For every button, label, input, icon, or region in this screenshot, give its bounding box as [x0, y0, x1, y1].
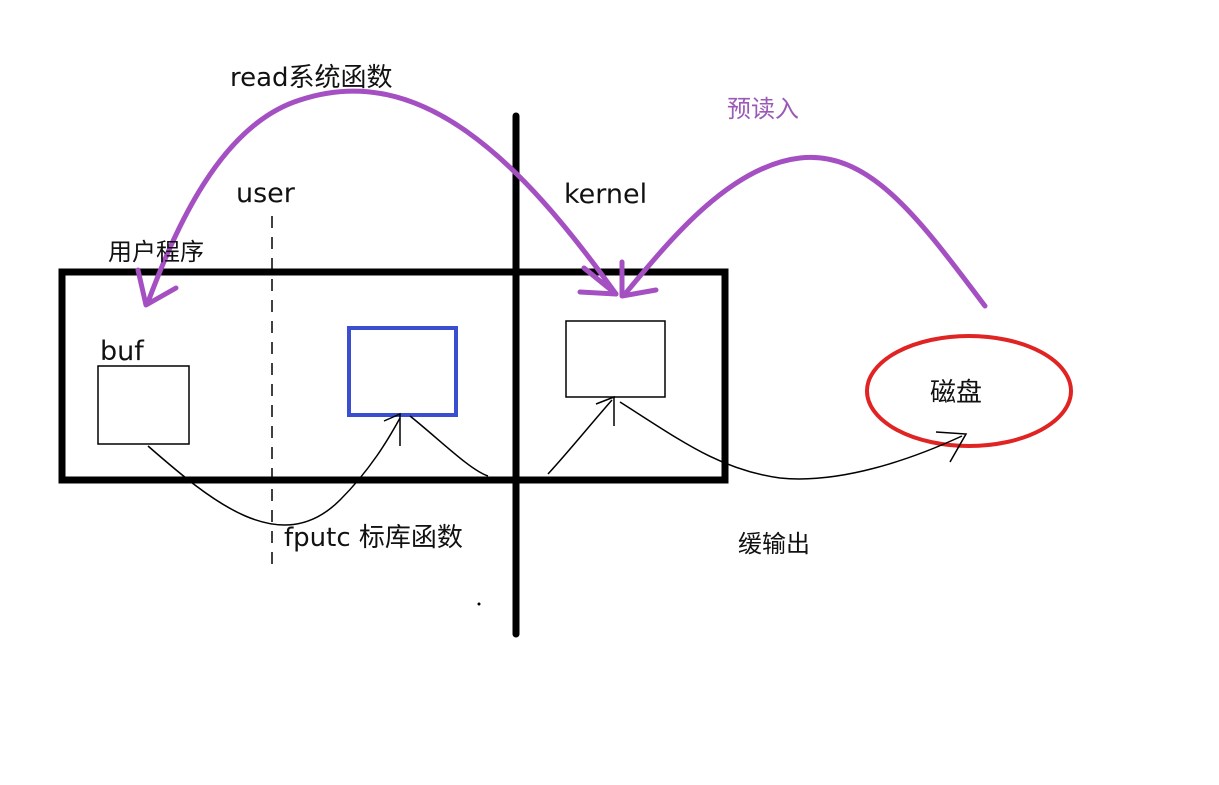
user-label: user	[236, 178, 296, 209]
process-box	[58, 268, 729, 484]
read-arrowhead-buf	[135, 267, 179, 308]
buf-to-stdlib-arrowhead	[383, 412, 401, 446]
kernel-to-disk-arrowhead	[935, 431, 968, 463]
stdlib-buffer-box	[347, 326, 458, 417]
fputc-label: fputc 标库函数	[284, 523, 463, 553]
buf-to-stdlib-curve	[147, 417, 401, 526]
buf-label: buf	[100, 336, 145, 367]
prefetch-label: 预读入	[727, 95, 799, 123]
read-syscall-curve	[145, 88, 619, 305]
kernel-to-disk-curve	[619, 401, 963, 480]
stray-dot	[477, 602, 481, 606]
read-syscall-label: read系统函数	[230, 63, 393, 93]
read-arrowhead-kernel	[577, 265, 619, 297]
prefetch-curve	[622, 154, 988, 309]
stdlib-to-kernel-curve	[409, 399, 613, 477]
stdlib-to-kernel-arrowhead	[595, 395, 615, 426]
buf-box	[97, 365, 190, 445]
kernel-buffer-box	[565, 320, 666, 398]
buffered-output-label: 缓输出	[738, 530, 810, 558]
disk-ellipse	[865, 334, 1073, 448]
kernel-label: kernel	[564, 179, 647, 210]
disk-label: 磁盘	[930, 378, 982, 408]
user-program-label: 用户程序	[108, 238, 204, 266]
prefetch-arrowhead	[619, 259, 659, 299]
